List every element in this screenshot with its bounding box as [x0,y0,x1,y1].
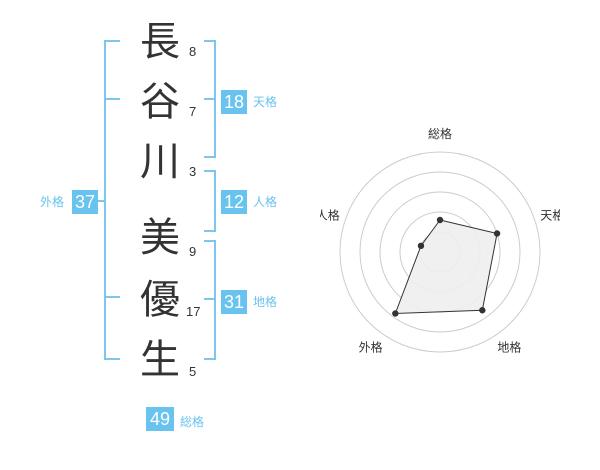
tenkaku-bracket-tick [204,98,216,100]
stroke-count-2: 7 [189,104,197,119]
soukaku-value-badge: 49 [146,407,174,431]
gaikaku-bracket-tick [104,296,120,298]
chikaku-bracket-tick [204,298,216,300]
chikaku-label: 地格 [253,295,278,309]
name-char-2: 谷 [140,79,180,125]
radar-point-1 [436,216,444,224]
tenkaku-value-badge: 18 [221,90,247,114]
radar-point-4 [392,310,399,317]
stroke-count-3: 3 [189,164,197,179]
stroke-count-6: 5 [189,364,197,379]
name-char-6: 生 [140,337,180,383]
radar-axis-label-1: 総格 [428,126,452,141]
chikaku-value-badge: 31 [221,290,247,314]
radar-axis-label-3: 地格 [497,339,521,354]
gaikaku-label: 外格 [40,195,65,209]
jinkaku-label: 人格 [253,195,278,209]
gaikaku-bracket [104,40,120,360]
radar-axis-label-4: 外格 [359,339,383,354]
name-char-4: 美 [140,215,180,261]
stroke-count-5: 17 [186,304,201,319]
jinkaku-bracket [204,170,216,232]
name-char-1: 長 [140,19,180,65]
gaikaku-bracket-tick [104,98,120,100]
gaikaku-connector [98,200,106,202]
radar-area [394,219,498,315]
stroke-count-4: 9 [189,244,197,259]
name-char-3: 川 [140,139,180,185]
radar-point-5 [417,242,425,250]
radar-ring [359,171,521,333]
radar-point-3 [479,307,486,314]
radar-point-2 [493,230,501,237]
chikaku-bracket [204,240,216,360]
stroke-count-1: 8 [189,44,197,59]
gaikaku-value-badge: 37 [72,190,98,214]
radar-ring [339,151,541,353]
soukaku-label: 総格 [180,415,205,429]
tenkaku-label: 天格 [253,95,278,109]
name-char-5: 優 [140,277,180,323]
radar-axis-label-2: 天格 [540,208,560,223]
jinkaku-value-badge: 12 [221,190,247,214]
radar-axis-label-5: 人格 [320,208,340,223]
